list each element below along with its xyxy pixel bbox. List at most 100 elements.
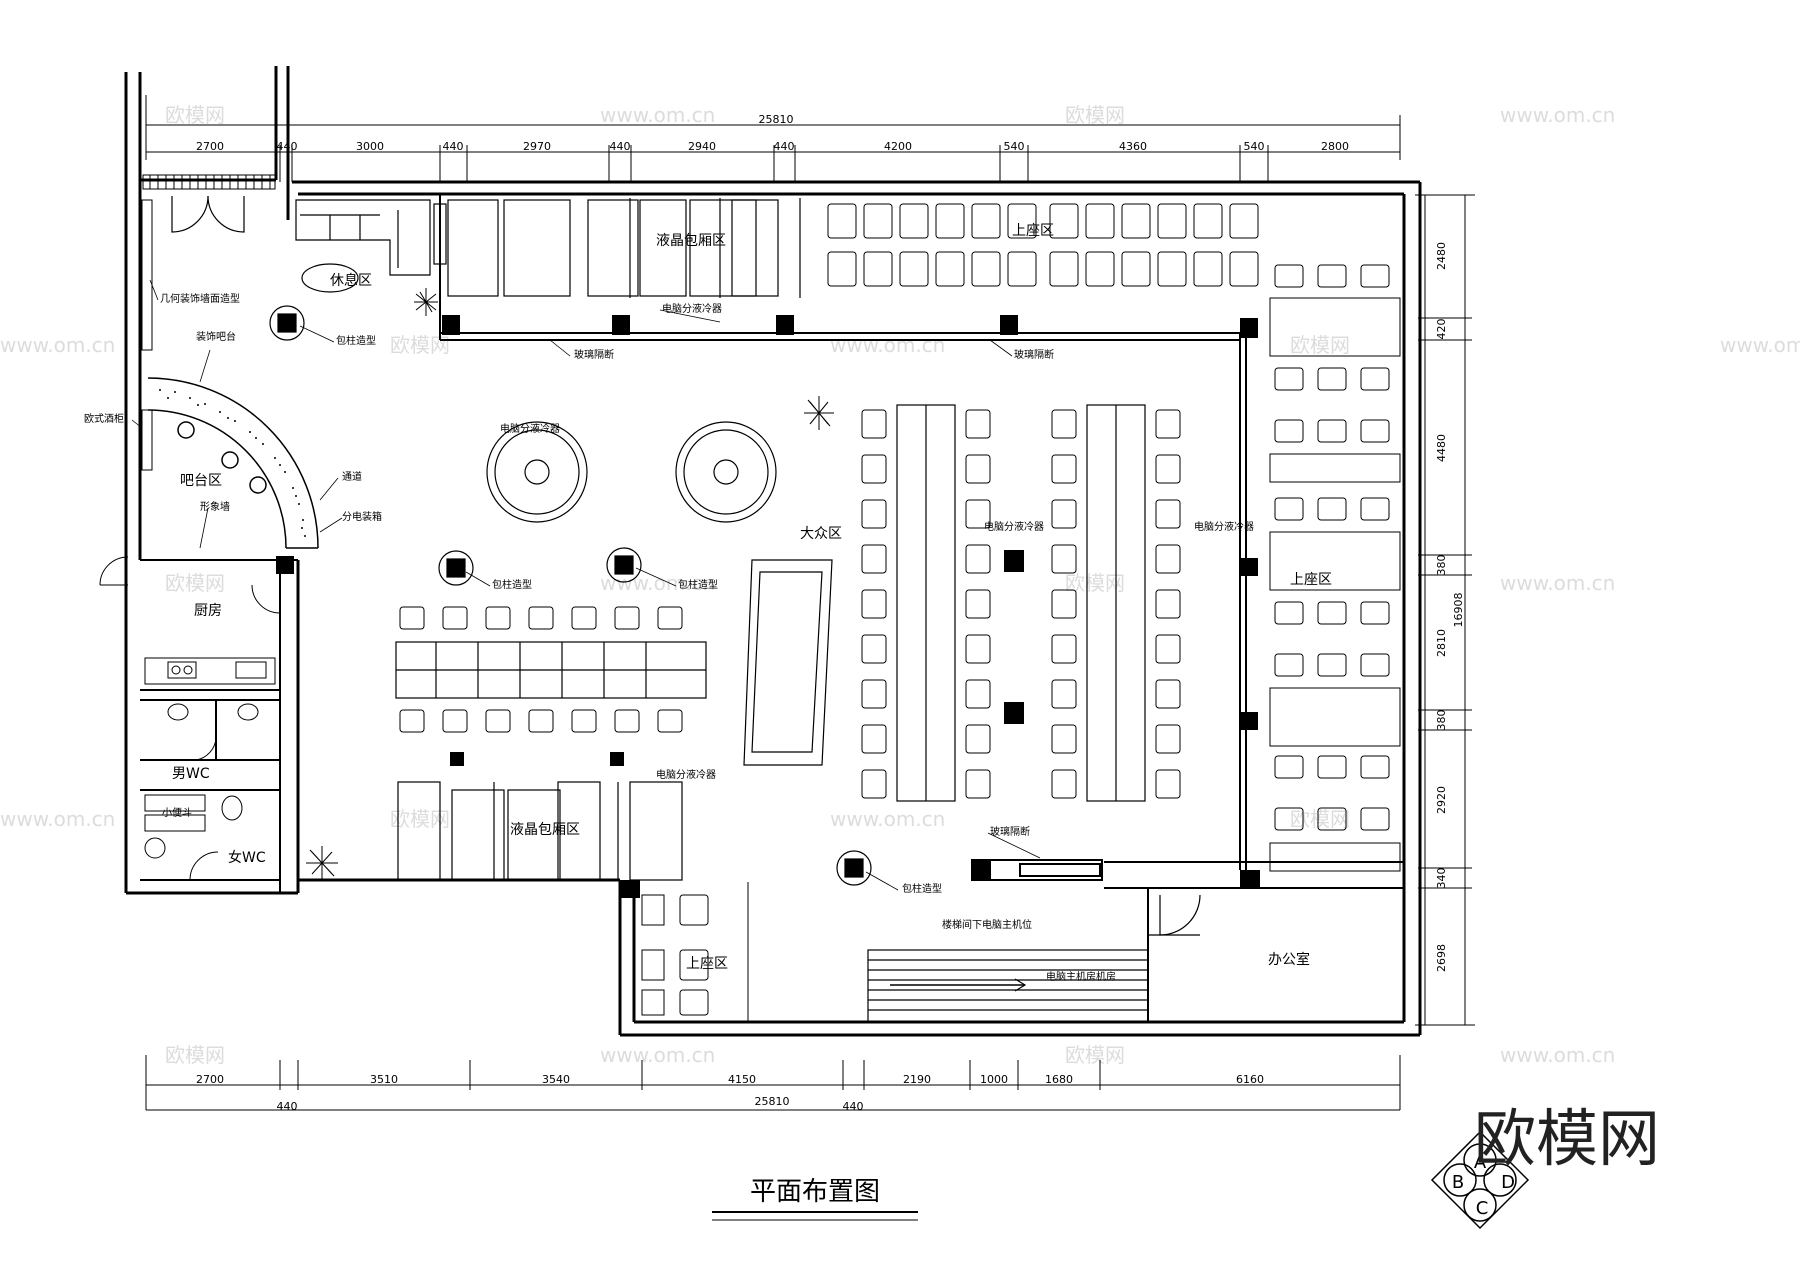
note-urinal: 小便斗: [162, 806, 192, 819]
bottom-dimensions: [145, 1055, 1401, 1111]
note-deco-counter: 装饰吧台: [196, 330, 236, 343]
top-dimension-labels: 25810 2700 440 3000 440 2970 440 2940 44…: [196, 113, 1349, 153]
dim-bottom-2: 3510: [370, 1073, 398, 1086]
watermark-url: www.om.cn: [1500, 103, 1615, 127]
dim-top-13: 2800: [1321, 140, 1349, 153]
watermark-logo: 欧模网: [1290, 807, 1350, 831]
ac-units[interactable]: [276, 315, 1260, 898]
watermark-logo: 欧模网: [1065, 103, 1125, 127]
kitchen-fixtures: [99, 556, 281, 685]
watermark-url: www.om.cn: [0, 333, 115, 357]
note-wine-cabinet: 欧式酒柜: [84, 412, 124, 425]
chair-column-a: [861, 409, 887, 799]
watermark-logo: 欧模网: [390, 807, 450, 831]
note-ac-a: 电脑分液冷器: [500, 422, 560, 435]
note-ac-b: 电脑分液冷器: [662, 302, 722, 315]
dim-right-6: 380: [1435, 710, 1448, 731]
bar-counter-stipple: [159, 389, 306, 537]
stairs: [867, 949, 1149, 1023]
watermark-url: www.om.cn: [1500, 571, 1615, 595]
dim-top-5: 2970: [523, 140, 551, 153]
watermark-url: www.om.cn: [0, 807, 115, 831]
dim-right-7: 2920: [1435, 786, 1448, 814]
watermark-url: www.om.cn: [830, 333, 945, 357]
wc-fixtures: [144, 703, 259, 881]
watermark-url: www.om.cn: [1720, 333, 1800, 357]
dim-top-8: 440: [774, 140, 795, 153]
label-rest-area: 休息区: [330, 272, 372, 289]
entrance-grille: [142, 174, 276, 190]
note-glass-b: 玻璃隔断: [1014, 348, 1054, 361]
dim-right-4: 380: [1435, 555, 1448, 576]
bottom-dimension-labels: 2700 3510 3540 4150 2190 1000 1680 6160 …: [196, 1073, 1264, 1113]
workstation-column-1: [896, 404, 956, 802]
dim-bottom-3: 3540: [542, 1073, 570, 1086]
dim-bottom-total: 25810: [755, 1095, 790, 1108]
dim-bottom-small-2: 440: [843, 1100, 864, 1113]
label-public-area: 大众区: [800, 526, 842, 542]
note-host-room: 电脑主机房机房: [1046, 970, 1116, 983]
bar-counter: [147, 377, 319, 549]
label-lcd-booth-top: 液晶包厢区: [656, 233, 726, 249]
plants: [306, 288, 834, 880]
right-room-chairs: [1274, 264, 1390, 831]
watermark-url: www.om.cn: [830, 807, 945, 831]
compass-letters: A B C D: [1452, 1152, 1515, 1219]
watermark-url: www.om.cn: [600, 103, 715, 127]
bottom-vip-room: [641, 882, 749, 1022]
wine-cabinet: [141, 199, 153, 471]
note-column-b: 包柱造型: [492, 578, 532, 591]
dim-top-1: 2700: [196, 140, 224, 153]
leader-lines: [131, 279, 1041, 891]
watermark-url: www.om.cn: [1500, 1043, 1615, 1067]
top-booths: [447, 198, 801, 298]
chairs-row-left: [399, 606, 683, 733]
dim-bottom-4: 4150: [728, 1073, 756, 1086]
room-labels: 休息区 吧台区 厨房 男WC 女WC 液晶包厢区 液晶包厢区 上座区 上座区 上…: [172, 223, 1332, 972]
top-room-wall: [439, 194, 1240, 341]
dim-top-11: 4360: [1119, 140, 1147, 153]
dim-bottom-6: 1000: [980, 1073, 1008, 1086]
note-column-d: 包柱造型: [902, 882, 942, 895]
dim-right-1: 2480: [1435, 242, 1448, 270]
note-glass-c: 玻璃隔断: [990, 825, 1030, 838]
dim-bottom-7: 1680: [1045, 1073, 1073, 1086]
drawing-title-block: 平面布置图: [712, 1177, 918, 1221]
note-ac-d: 电脑分液冷器: [1194, 520, 1254, 533]
note-power-box: 分电装箱: [342, 510, 382, 523]
label-office: 办公室: [1268, 951, 1310, 968]
compass-letter-c: C: [1476, 1198, 1489, 1219]
dim-right-2: 420: [1435, 319, 1448, 340]
office-door: [1148, 894, 1201, 936]
chair-column-c: [1051, 409, 1077, 799]
dim-right-5: 2810: [1435, 629, 1448, 657]
dim-bottom-small-1: 440: [277, 1100, 298, 1113]
right-room-desks: [1269, 297, 1401, 872]
watermark-logo: 欧模网: [1065, 1043, 1125, 1067]
dim-top-4: 440: [443, 140, 464, 153]
watermark-logo: 欧模网: [165, 571, 225, 595]
drawing-title: 平面布置图: [750, 1177, 880, 1207]
compass-letter-b: B: [1452, 1172, 1464, 1193]
round-table-1: [486, 421, 588, 523]
note-stairs: 楼梯间下电脑主机位: [942, 918, 1032, 931]
dim-bottom-8: 6160: [1236, 1073, 1264, 1086]
note-column-c: 包柱造型: [678, 578, 718, 591]
label-vip-bottom: 上座区: [686, 956, 728, 972]
compass-letter-d: D: [1501, 1172, 1515, 1193]
note-geo-wall: 几何装饰墙面造型: [160, 292, 240, 305]
annotations: 几何装饰墙面造型 装饰吧台 欧式酒柜 通道 形象墙 分电装箱 包柱造型 包柱造型…: [84, 292, 1254, 983]
watermark-layer: 欧模网 www.om.cn 欧模网 www.om.cn www.om.cn 欧模…: [0, 103, 1800, 1067]
workstation-row-left: [395, 641, 707, 699]
dim-top-7: 2940: [688, 140, 716, 153]
label-women-wc: 女WC: [228, 849, 266, 866]
note-aisle: 通道: [342, 470, 362, 483]
dim-right-8: 340: [1435, 868, 1448, 889]
note-image-wall: 形象墙: [200, 500, 230, 513]
dim-right-3: 4480: [1435, 434, 1448, 462]
note-ac-c: 电脑分液冷器: [984, 520, 1044, 533]
brand-logo: 欧模网: [1474, 1102, 1660, 1175]
watermark-logo: 欧模网: [165, 1043, 225, 1067]
dim-top-10: 540: [1004, 140, 1025, 153]
